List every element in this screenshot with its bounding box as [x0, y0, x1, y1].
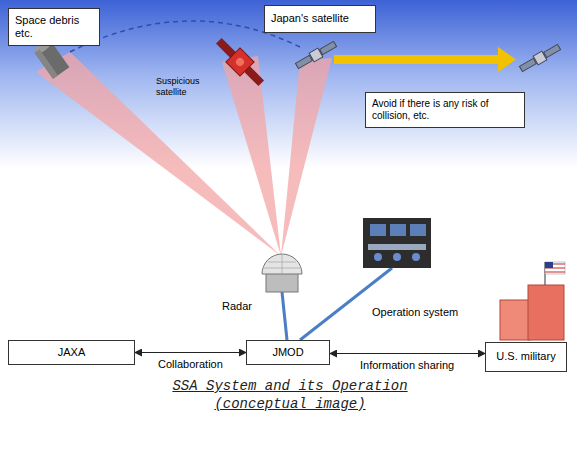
connector-arrow: [330, 353, 485, 354]
connector-arrow: [135, 352, 246, 353]
part-label: Suspicious satellite: [156, 76, 214, 98]
box-text: Space debris etc.: [15, 14, 93, 40]
avoid-arrow-head: [498, 47, 516, 72]
radar-symbol: [262, 254, 302, 292]
link-line: [300, 268, 392, 340]
part-label: Radar: [222, 300, 252, 313]
edge-label: Collaboration: [158, 358, 223, 371]
japan-satellite: [294, 40, 337, 71]
text-box: U.S. military: [485, 342, 567, 372]
text-box: Japan's satellite: [264, 5, 376, 33]
edge-label: Information sharing: [360, 359, 454, 372]
text-box: JAXA: [8, 340, 135, 365]
japan-satellite-moved: [518, 43, 561, 74]
part-label: Operation system: [372, 306, 458, 319]
radar-beam: [281, 58, 332, 256]
text-box: Avoid if there is any risk of collision,…: [365, 92, 525, 128]
radar-beam: [36, 52, 281, 256]
us-military-building: [500, 262, 565, 340]
radar-beam: [222, 56, 281, 256]
text-box: Space debris etc.: [8, 8, 100, 46]
operation-system-icon: [363, 218, 431, 268]
box-text: Japan's satellite: [271, 12, 349, 25]
box-text: JAXA: [58, 346, 86, 359]
box-text: Avoid if there is any risk of collision,…: [372, 98, 518, 122]
link-line: [282, 292, 287, 340]
caption: SSA System and its Operation (conceptual…: [150, 378, 430, 413]
box-text: U.S. military: [496, 350, 555, 363]
suspicious-satellite: [212, 34, 269, 91]
text-box: JMOD: [246, 340, 330, 365]
avoid-arrow: [334, 55, 500, 64]
box-text: JMOD: [272, 346, 303, 359]
